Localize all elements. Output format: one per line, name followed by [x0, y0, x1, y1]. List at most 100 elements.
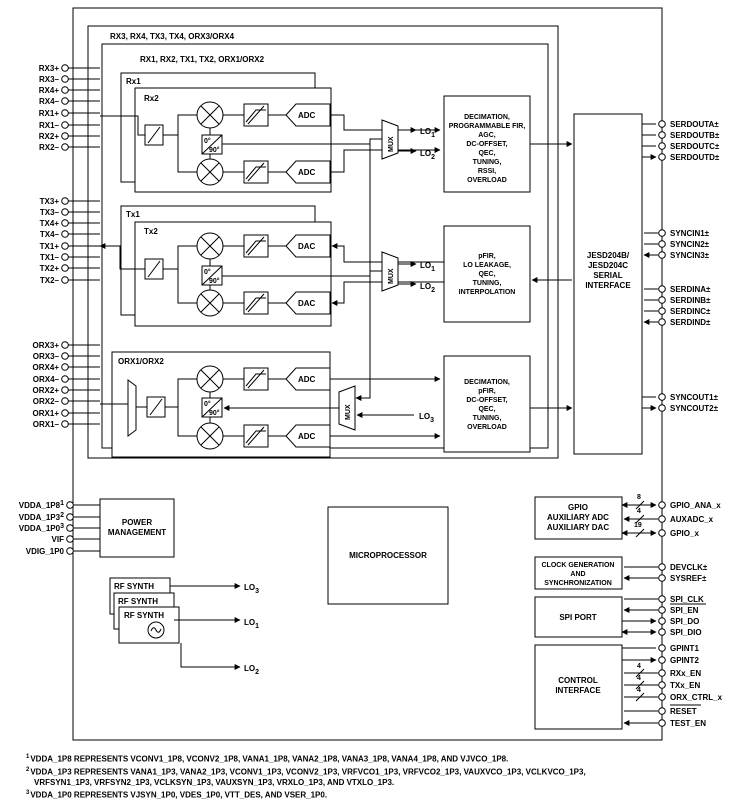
pin-rx2p: RX2+ [39, 132, 60, 141]
right-pins-serdin: SERDINA± SERDINB± SERDINC± SERDIND± [644, 285, 711, 327]
svg-text:TUNING,: TUNING, [473, 280, 502, 287]
pin-tx3p: TX3+ [40, 197, 60, 206]
svg-text:DC-OFFSET,: DC-OFFSET, [466, 397, 507, 404]
pin-spi-dio: SPI_DIO [670, 628, 702, 637]
orx-adc-q-label: ADC [298, 432, 316, 441]
left-pins-rx: RX3+ RX3– RX4+ RX4– RX1+ RX1– RX2+ RX2– [39, 64, 100, 152]
left-pins-tx: TX3+ TX3– TX4+ TX4– TX1+ TX1– TX2+ TX2– [40, 197, 100, 285]
left-pins-power: VDDA_1P81 VDDA_1P32 VDDA_1P03 VIF VDIG_1… [19, 500, 100, 556]
pin-orx2p: ORX2+ [33, 386, 60, 395]
pin-serdoutc: SERDOUTC± [670, 142, 720, 151]
pin-tx1n: TX1– [40, 253, 60, 262]
pin-rx2n: RX2– [39, 143, 60, 152]
bus-width-orx-ctrl: 4 [637, 687, 641, 694]
pin-syncin3: SYNCIN3± [670, 251, 710, 260]
pin-serdouta: SERDOUTA± [670, 120, 719, 129]
rx-phase-0: 0° [204, 137, 211, 145]
pin-orx4p: ORX4+ [33, 363, 60, 372]
bus-width-gpio: 19 [634, 522, 642, 529]
pin-sysref: SYSREF± [670, 574, 707, 583]
tx-dsp-block [443, 225, 531, 323]
pin-tx2p: TX2+ [40, 264, 60, 273]
footnote-2-continued: VRFSYN1_1P3, VRFSYN2_1P3, VCLKSYN_1P3, V… [34, 777, 395, 787]
jesd-interface-block [573, 113, 643, 455]
orx-lo3-label: LO3 [419, 412, 434, 424]
pin-rx3p: RX3+ [39, 64, 60, 73]
svg-text:SERIAL: SERIAL [593, 271, 622, 280]
rx-mux [381, 119, 399, 160]
pin-rx4p: RX4+ [39, 86, 60, 95]
footnote-2: 2VDDA_1P3 REPRESENTS VANA1_1P3, VANA2_1P… [26, 766, 586, 777]
footnotes: 1VDDA_1P8 REPRESENTS VCONV1_1P8, VCONV2_… [26, 752, 726, 801]
pin-orx3n: ORX3– [33, 352, 60, 361]
orx-dsp-text: DECIMATION, pFIR, DC-OFFSET, QEC, TUNING… [464, 379, 510, 431]
control-interface-line2: INTERFACE [555, 686, 601, 695]
pin-syncout2: SYNCOUT2± [670, 404, 719, 413]
svg-text:AUXILIARY ADC: AUXILIARY ADC [547, 513, 609, 522]
pin-vdda-1p3: VDDA_1P32 [19, 512, 64, 522]
rx-lo2-label: LO2 [420, 149, 435, 161]
footnote-1: 1VDDA_1P8 REPRESENTS VCONV1_1P8, VCONV2_… [26, 754, 509, 764]
svg-text:GPIO: GPIO [568, 503, 588, 512]
svg-text:QEC,: QEC, [478, 406, 495, 413]
pin-reset: RESET [670, 707, 697, 716]
orx-dsp-block [443, 355, 531, 453]
pin-spi-do: SPI_DO [670, 617, 699, 626]
synth-lo3-label: LO3 [244, 583, 259, 595]
pin-orx1p: ORX1+ [33, 409, 60, 418]
pin-gpio-ana: GPIO_ANA_x [670, 501, 721, 510]
pin-orx3p: ORX3+ [33, 341, 60, 350]
pin-orx-ctrl: ORX_CTRL_x [670, 693, 723, 702]
right-pins-serdout: SERDOUTA± SERDOUTB± SERDOUTC± SERDOUTD± [642, 120, 720, 162]
pin-tx2n: TX2– [40, 276, 60, 285]
pin-orx2n: ORX2– [33, 397, 60, 406]
svg-text:OVERLOAD: OVERLOAD [467, 177, 507, 184]
pin-auxadc: AUXADC_x [670, 515, 714, 524]
rf-synth-3 [118, 606, 180, 644]
control-interface-line1: CONTROL [558, 676, 598, 685]
orx-mux-label: MUX [345, 404, 352, 420]
control-interface-block [534, 644, 623, 730]
pin-tx4n: TX4– [40, 230, 60, 239]
orx-input-mux [127, 379, 137, 437]
svg-text:AUXILIARY DAC: AUXILIARY DAC [547, 523, 609, 532]
pin-serdoutb: SERDOUTB± [670, 131, 720, 140]
rx-dsp-block [443, 95, 531, 193]
svg-text:DECIMATION,: DECIMATION, [464, 114, 510, 121]
pin-tx1p: TX1+ [40, 242, 60, 251]
pin-serdind: SERDIND± [670, 318, 711, 327]
rf-synth-1-label: RF SYNTH [114, 582, 154, 591]
pin-gpint1: GPINT1 [670, 644, 699, 653]
tx-dac-i [285, 234, 331, 258]
tx-mux-label: MUX [388, 268, 395, 284]
pin-test-en: TEST_EN [670, 719, 706, 728]
pin-rx1n: RX1– [39, 121, 60, 130]
spi-port-label: SPI PORT [559, 613, 596, 622]
orx-phase-90: 90° [209, 409, 220, 417]
microprocessor-block [327, 506, 449, 605]
pin-serdinc: SERDINC± [670, 307, 711, 316]
pin-vdda-1p0: VDDA_1P03 [19, 523, 64, 533]
pin-spi-clk: SPI_CLK [670, 595, 704, 604]
pin-rx4n: RX4– [39, 97, 60, 106]
pin-vif: VIF [52, 535, 65, 544]
pin-vdda-1p8: VDDA_1P81 [19, 500, 64, 510]
bus-width-gpio-ana: 8 [637, 494, 641, 501]
rx-lo1-label: LO1 [420, 127, 435, 139]
svg-text:JESD204B/: JESD204B/ [587, 251, 630, 260]
jesd-interface-text: JESD204B/ JESD204C SERIAL INTERFACE [585, 251, 631, 290]
pin-syncin2: SYNCIN2± [670, 240, 710, 249]
inner-channel-group-label: RX1, RX2, TX1, TX2, ORX1/ORX2 [140, 55, 265, 64]
synth-lo1-label: LO1 [244, 618, 259, 630]
power-management-line2: MANAGEMENT [108, 528, 166, 537]
tx-dac-q-label: DAC [298, 299, 316, 308]
pin-syncout1: SYNCOUT1± [670, 393, 719, 402]
power-management-line1: POWER [122, 518, 152, 527]
pin-rxx-en: RXx_EN [670, 669, 701, 678]
svg-text:pFIR,: pFIR, [478, 388, 496, 395]
pin-spi-en: SPI_EN [670, 606, 699, 615]
rx-adc-q-label: ADC [298, 168, 316, 177]
svg-text:SYNCHRONIZATION: SYNCHRONIZATION [544, 580, 612, 587]
orx-adc-i-label: ADC [298, 375, 316, 384]
